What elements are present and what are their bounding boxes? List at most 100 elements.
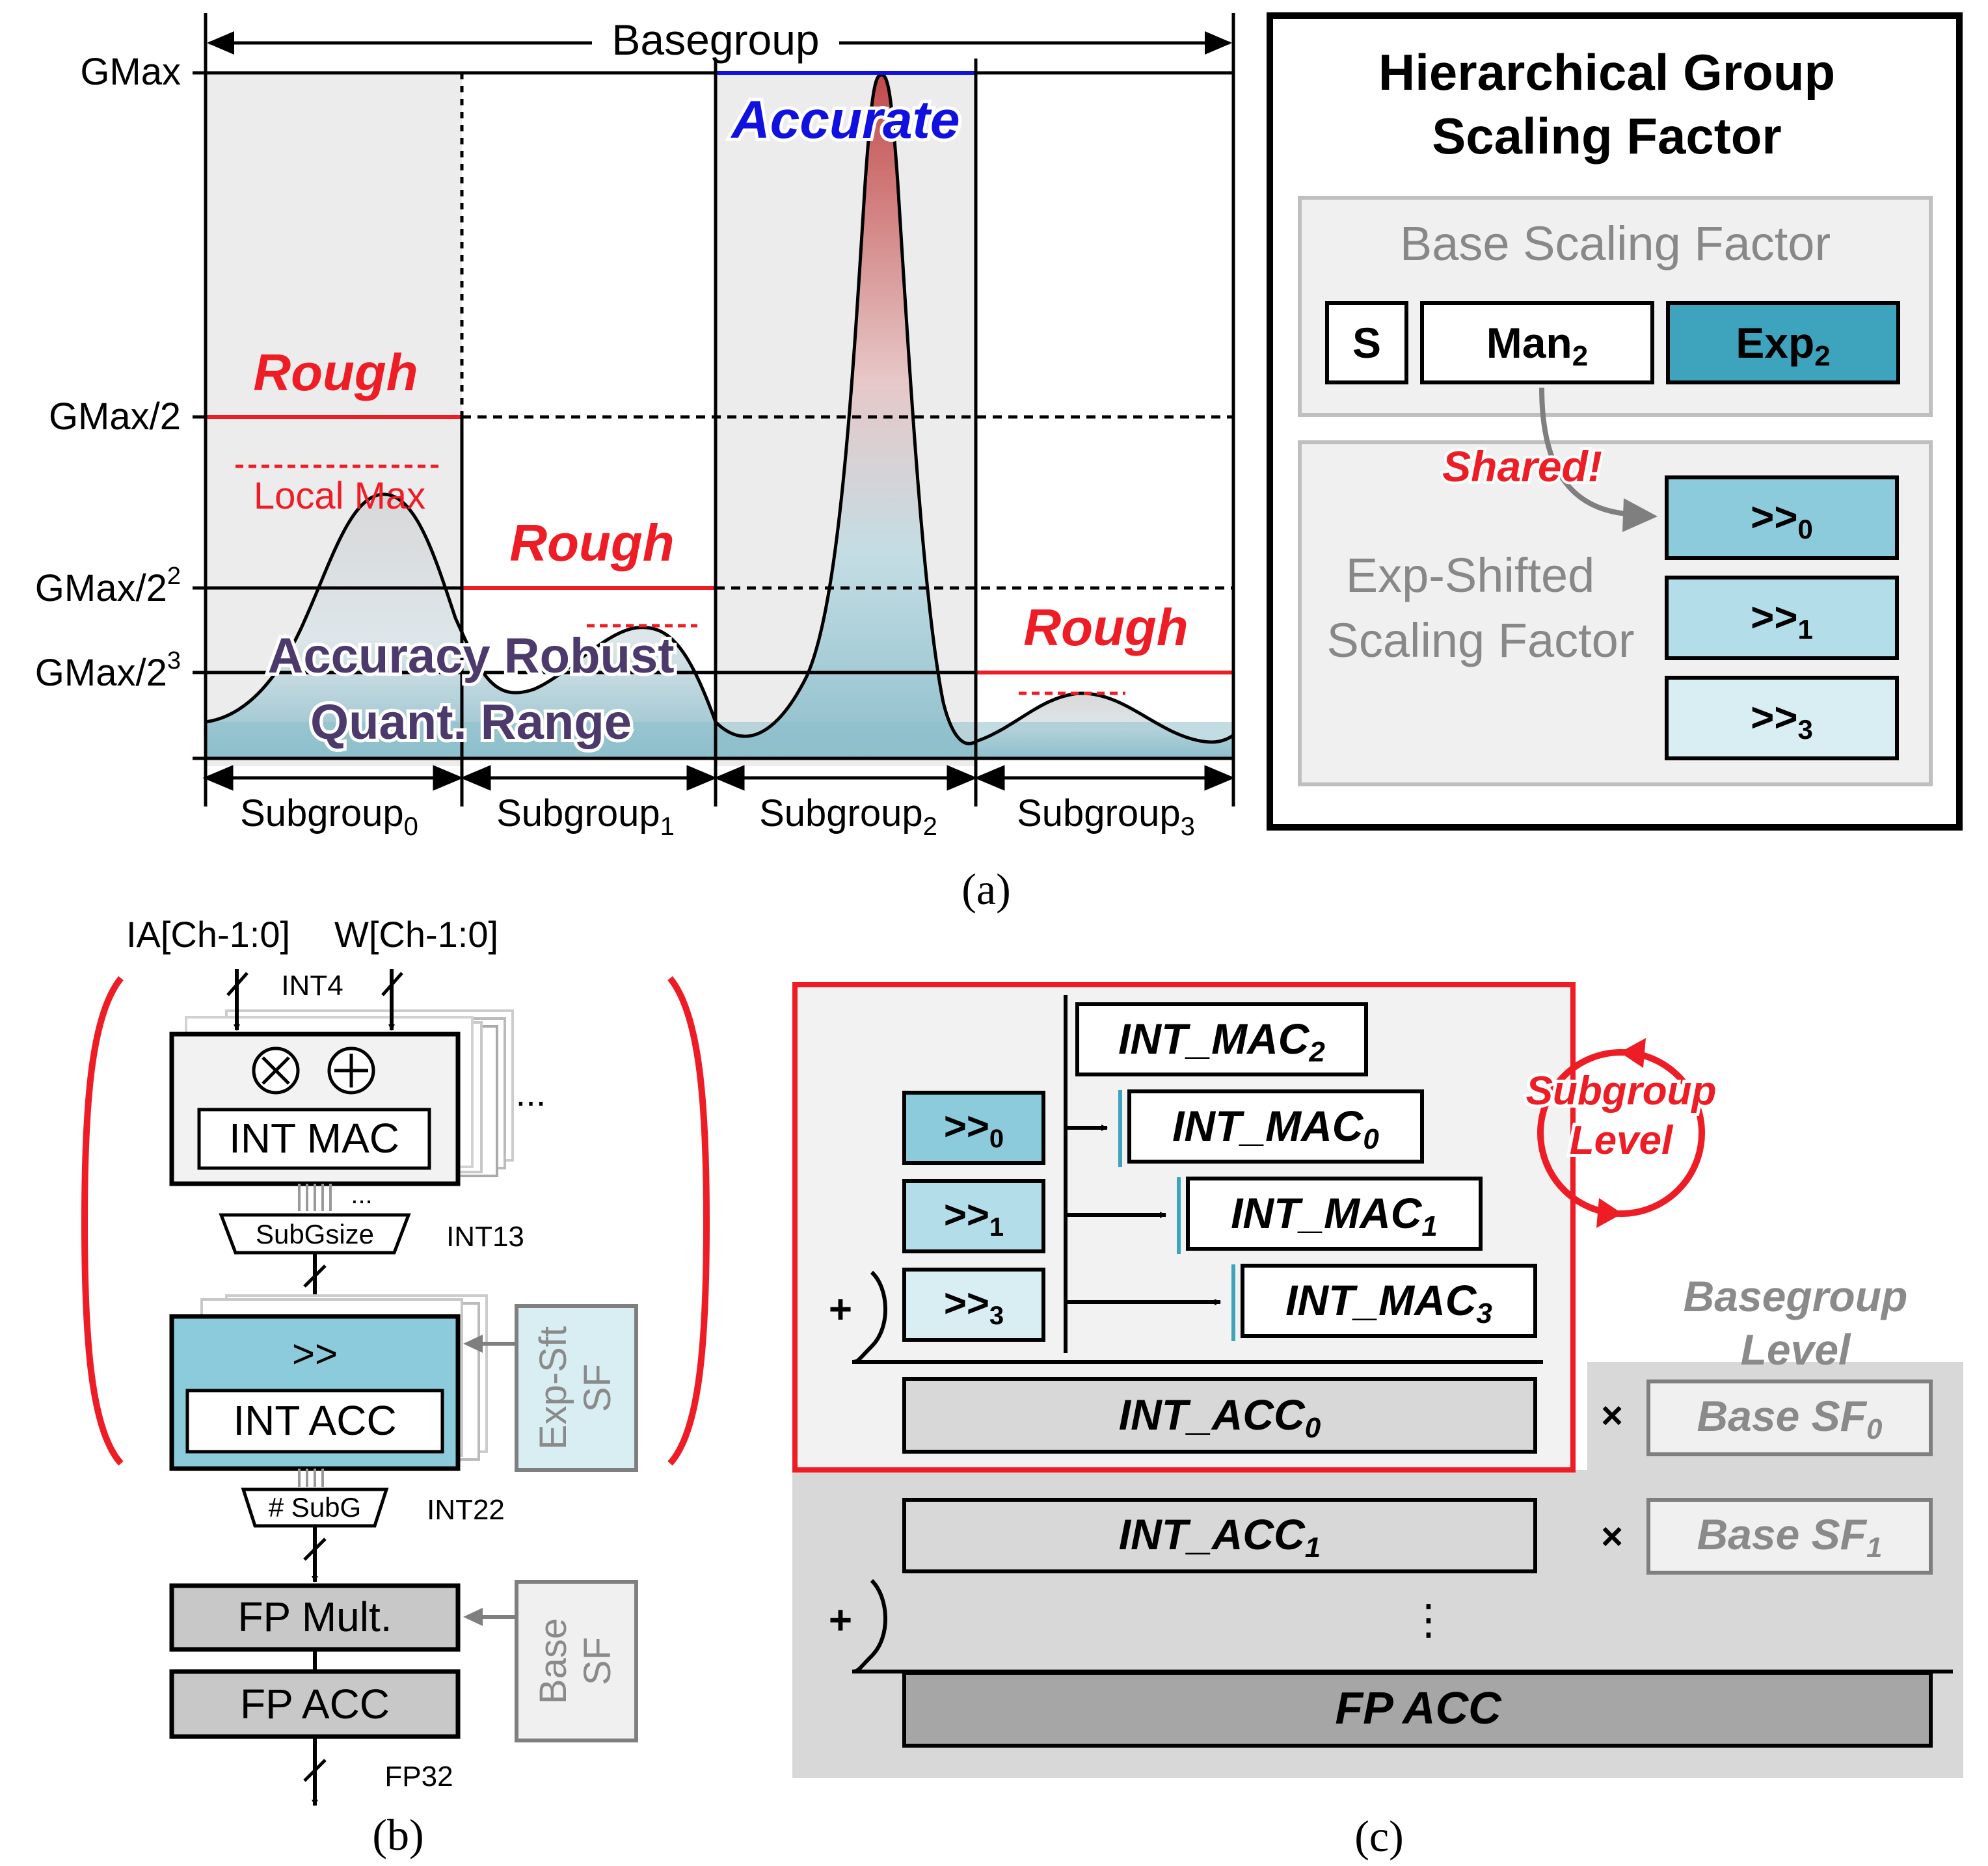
- panel-b: IA[Ch-1:0] W[Ch-1:0] INT4 INT MAC ... ..…: [81, 914, 710, 1859]
- subgroup1-label: Subgroup1: [496, 792, 675, 841]
- subgroup-level-label-2: Level: [1570, 1118, 1674, 1163]
- add-icon: [334, 1054, 368, 1087]
- base-sf0-box: [1646, 1380, 1933, 1456]
- caption-a: (a): [961, 864, 1010, 914]
- hgsf-title-2: Scaling Factor: [1432, 107, 1781, 165]
- acc-output-wires: [298, 1469, 324, 1487]
- int-mac-box: [197, 1108, 431, 1170]
- base-sf1-box: [1646, 1498, 1933, 1575]
- subgroup-level-label-1: Subgroup: [1526, 1069, 1717, 1113]
- sign-label: S: [1352, 319, 1381, 367]
- times-icon: ×: [1601, 1394, 1623, 1437]
- int-acc-box: [185, 1389, 444, 1454]
- exp-sft-sf-label: Exp-SftSF: [532, 1326, 619, 1450]
- rough-label-0: Rough: [253, 343, 418, 401]
- local-max-label: Local Max: [254, 475, 425, 517]
- mantissa-field: [1420, 301, 1654, 384]
- distribution-curve: [205, 73, 1235, 745]
- arrowhead-icon: [947, 765, 978, 791]
- c-shift1-label: >>1: [944, 1193, 1004, 1242]
- subgroup3-shade: [976, 73, 1233, 766]
- arrowhead-icon: [714, 765, 745, 791]
- base-sf-label-b: BaseSF: [532, 1618, 619, 1704]
- basegroup-level-label-2: Level: [1741, 1326, 1851, 1374]
- fp-mult-unit: [169, 1583, 461, 1652]
- int4-label: INT4: [281, 970, 343, 1002]
- int22-label: INT22: [427, 1494, 505, 1526]
- base-band: [206, 722, 1233, 758]
- panel-a: Basegroup Subgroup0 Subgroup1 Subgroup2 …: [35, 13, 1235, 914]
- n-subg-label: # SubG: [269, 1492, 361, 1523]
- plus-icon: +: [829, 1287, 852, 1332]
- bus-slash-icon: [226, 972, 248, 996]
- int-mac2-box: [1075, 1002, 1368, 1076]
- panel-c: INT_MAC2 >>0 >>1 >>3 INT_MAC0 INT_MAC1 I…: [792, 982, 1963, 1861]
- int-acc1-box: [902, 1498, 1537, 1573]
- arrowhead-icon: [460, 765, 491, 791]
- n-subg-adder: [241, 1487, 389, 1528]
- shift3-field: [1665, 676, 1899, 760]
- exp-shifted-title-2: Scaling Factor: [1327, 613, 1635, 667]
- int-acc-label: INT ACC: [233, 1397, 396, 1444]
- vertical-ellipsis-icon: ⋮: [1408, 1596, 1449, 1643]
- rough-label-1: Rough: [509, 514, 674, 572]
- subgsize-label: SubGsize: [256, 1219, 374, 1249]
- base-sf-box-b: [515, 1580, 638, 1742]
- base-sf-title: Base Scaling Factor: [1400, 217, 1831, 271]
- subgroup0-label: Subgroup0: [240, 792, 418, 841]
- int-mac0-label: INT_MAC0: [1172, 1102, 1379, 1155]
- int-mac3-label: INT_MAC3: [1285, 1276, 1492, 1329]
- int-acc0-label: INT_ACC0: [1119, 1391, 1321, 1444]
- hgsf-title-1: Hierarchical Group: [1378, 44, 1835, 101]
- shift3-label: >>3: [1751, 695, 1813, 745]
- caption-b: (b): [372, 1810, 423, 1859]
- subgroup-level-cycle-icon: [1537, 1038, 1705, 1228]
- y-label-gmax-8: GMax/23: [35, 647, 181, 694]
- shared-arrow-line: [1539, 387, 1627, 516]
- arrowhead-icon: [974, 765, 1005, 791]
- exp-shifted-title-1: Exp-Shifted: [1346, 548, 1595, 602]
- accurate-label: Accurate: [731, 90, 960, 150]
- exp-sft-sf-box: [515, 1304, 638, 1472]
- arrowhead-icon: [1622, 498, 1658, 532]
- rough-label-3: Rough: [1023, 598, 1188, 656]
- range-label-1: Accuracy Robust: [267, 628, 674, 684]
- fp-mult-label: FP Mult.: [237, 1593, 392, 1640]
- subgsize-adder: [219, 1213, 411, 1255]
- fp32-label: FP32: [384, 1761, 453, 1793]
- exponent-label: Exp2: [1736, 319, 1831, 372]
- y-label-gmax-4: GMax/22: [35, 563, 181, 609]
- arrowhead-icon: [207, 31, 234, 55]
- shift1-label: >>1: [1751, 595, 1813, 645]
- arrowhead-icon: [433, 765, 464, 791]
- y-label-gmax: GMax: [80, 51, 181, 93]
- int-mac2-label: INT_MAC2: [1118, 1015, 1325, 1068]
- times-icon: ×: [1601, 1515, 1623, 1558]
- arrowhead-icon: [1205, 31, 1232, 55]
- shift-label: >>: [292, 1332, 338, 1376]
- shared-label: Shared!: [1442, 442, 1602, 490]
- int-acc0-box: [902, 1377, 1537, 1454]
- arrowhead-icon: [202, 765, 234, 791]
- range-label-2: Quant. Range: [310, 695, 632, 750]
- sign-field: [1325, 301, 1408, 384]
- int-acc1-label: INT_ACC1: [1119, 1510, 1321, 1564]
- bus-slash-icon: [303, 1759, 327, 1782]
- shift1-field: [1665, 576, 1899, 660]
- right-red-bracket: [667, 976, 710, 1466]
- c-shift3-label: >>3: [944, 1281, 1004, 1330]
- int-mac0-box: [1127, 1089, 1424, 1164]
- bus-slash-icon: [381, 972, 403, 996]
- left-red-bracket: [81, 976, 124, 1466]
- basegroup-label: Basegroup: [611, 16, 819, 64]
- shift0-field: [1665, 475, 1899, 560]
- base-sf1-label: Base SF1: [1697, 1510, 1883, 1564]
- ia-label: IA[Ch-1:0]: [126, 914, 290, 955]
- y-label-gmax-2: GMax/2: [49, 395, 181, 438]
- c-shift0-field: [902, 1091, 1045, 1165]
- exponent-field: [1666, 301, 1900, 384]
- hgsf-box: Hierarchical Group Scaling Factor Base S…: [1267, 12, 1963, 831]
- bus-slash-icon: [303, 1538, 327, 1561]
